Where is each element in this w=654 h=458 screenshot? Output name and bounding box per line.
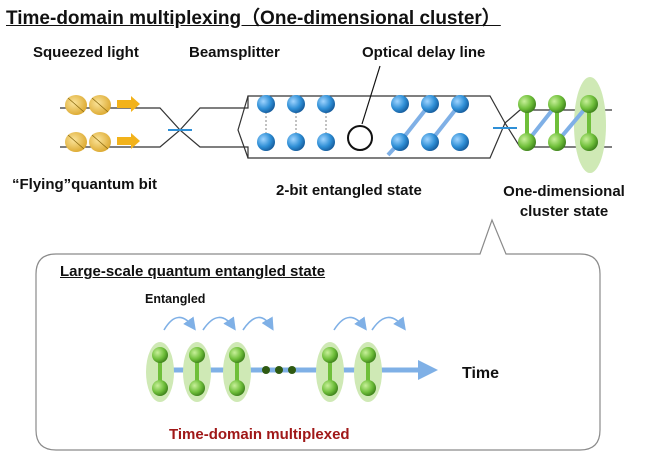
cluster-state	[518, 77, 606, 173]
beamsplitter-label: Beamsplitter	[189, 44, 280, 61]
entangled-pairs	[257, 95, 335, 151]
inset-title: Large-scale quantum entangled state	[60, 263, 326, 280]
inset-callout-box	[35, 218, 601, 451]
shifted-pairs	[386, 95, 469, 157]
flying-qubit-label: “Flying”quantum bit	[12, 176, 157, 193]
two-bit-entangled-label: 2-bit entangled state	[276, 182, 422, 199]
time-domain-multiplexed-label: Time-domain multiplexed	[169, 426, 350, 443]
entanglement-arcs	[163, 316, 406, 331]
ellipsis-dots	[262, 366, 296, 374]
flying-arrows	[117, 96, 140, 149]
squeezed-light-icons	[65, 95, 111, 152]
cluster-state-label: One-dimensional cluster state	[503, 183, 625, 220]
optical-paths	[60, 95, 612, 159]
entangled-label: Entangled	[145, 292, 206, 306]
optical-delay-line-icon	[347, 125, 373, 151]
inset-cluster-nodes	[146, 342, 382, 402]
squeezed-light-label: Squeezed light	[33, 44, 139, 61]
optical-delay-line-label: Optical delay line	[362, 44, 486, 61]
time-label: Time	[462, 365, 500, 382]
diagram-title: Time-domain multiplexing（One-dimensional…	[6, 8, 501, 29]
